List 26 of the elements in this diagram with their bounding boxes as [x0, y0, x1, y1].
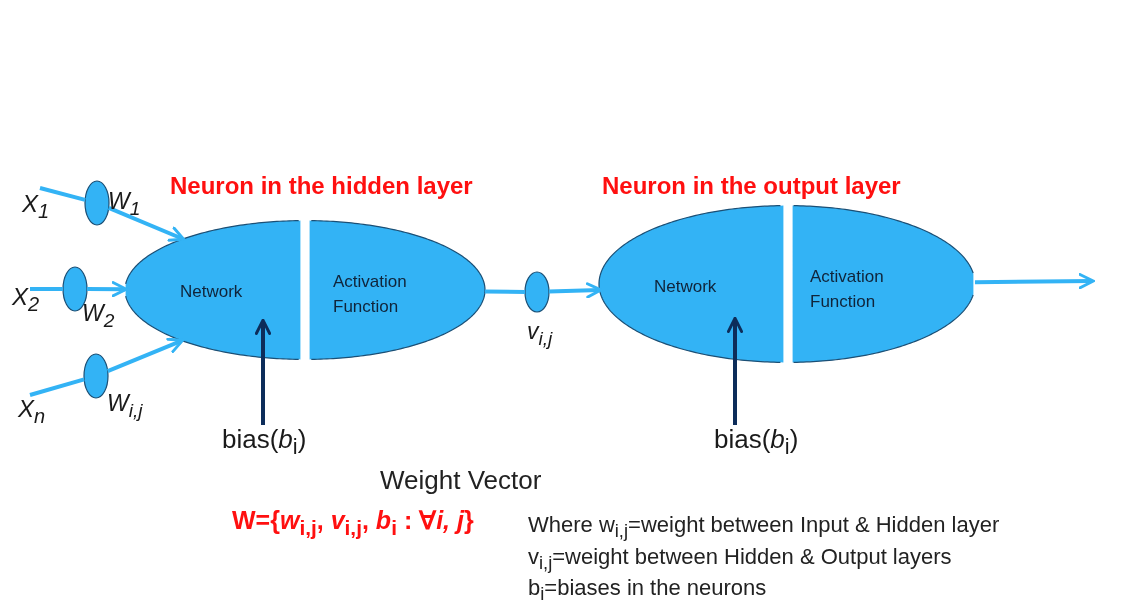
node-label: Activation Function — [810, 266, 884, 313]
arrow — [726, 316, 744, 425]
variable-label: X$_{1}$ — [22, 190, 50, 223]
neuron-title: Neuron in the hidden layer — [170, 172, 473, 200]
note-text: Where w$_{i,j}$=weight between Input & Hidden layer — [528, 512, 1000, 542]
weight-label: W$_{2}$ — [82, 300, 115, 332]
note-text: b$_{i}$=biases in the neurons — [528, 575, 767, 605]
arrow — [106, 337, 185, 374]
bias-label: bias(b$_{i}$) — [714, 425, 799, 461]
bias-label: bias(b$_{i}$) — [222, 425, 307, 461]
node-label: Activation Function — [333, 271, 407, 318]
node-label: Network — [180, 281, 243, 303]
variable-label: X$_{n}$ — [18, 395, 46, 428]
neuron-title: Neuron in the output layer — [602, 172, 901, 200]
arrow — [107, 206, 186, 242]
node-label: Network — [654, 276, 717, 298]
variable-label: X$_{2}$ — [12, 283, 40, 316]
formula-label: W={w$_{i,j}$, v$_{i,j}$, b$_{i}$ : ∀i, j} — [232, 506, 474, 540]
weight-label: v$_{i,j}$ — [527, 318, 553, 350]
arrow — [974, 273, 1095, 290]
arrow — [254, 318, 272, 425]
weight-label: W$_{1}$ — [108, 188, 141, 220]
weight-label: W$_{i,j}$ — [107, 390, 143, 422]
arrow — [548, 282, 603, 299]
note-text: v$_{i,j}$=weight between Hidden & Output layers — [528, 544, 952, 574]
heading-label: Weight Vector — [380, 466, 542, 496]
